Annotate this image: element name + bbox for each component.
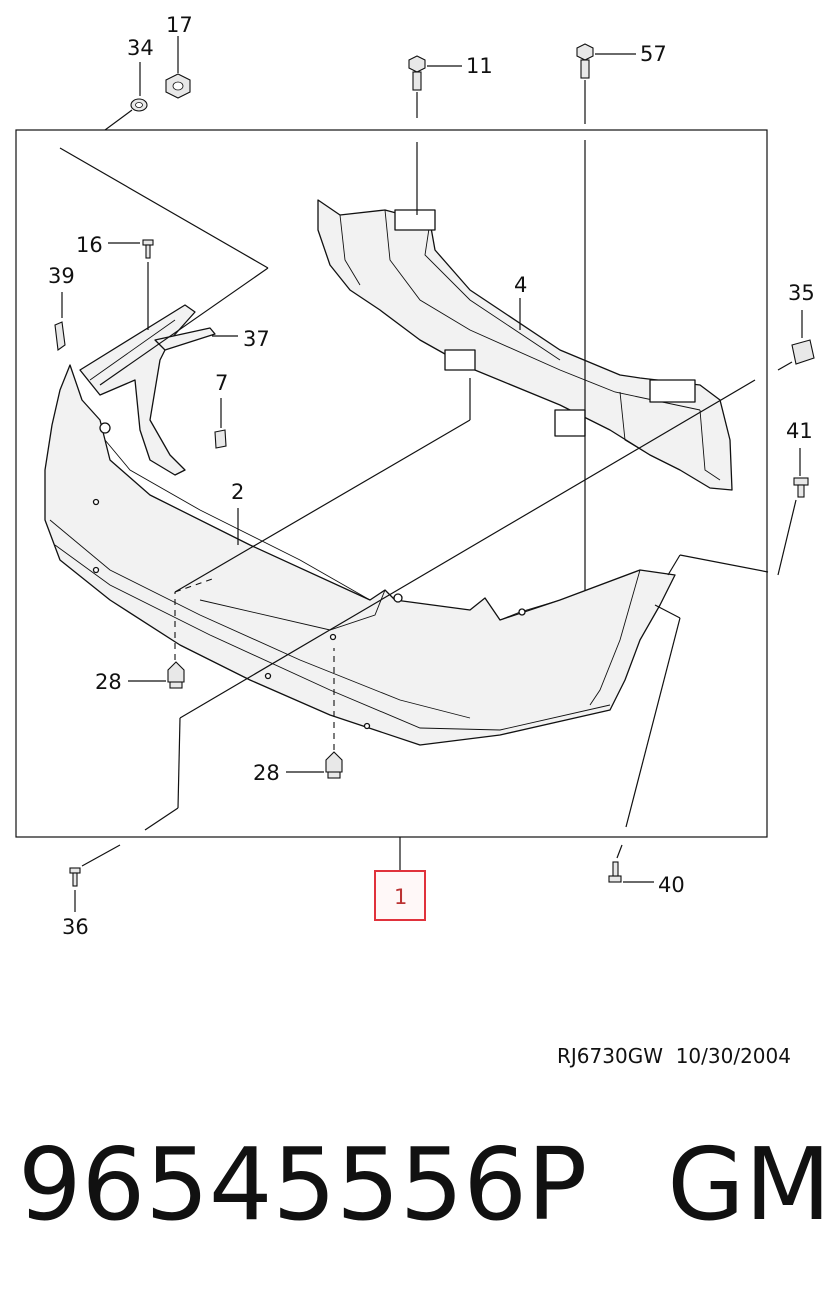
push-pin-41 — [793, 477, 809, 498]
callout-35: 35 — [788, 281, 815, 305]
callout-40: 40 — [658, 873, 685, 897]
callout-28-lower: 28 — [253, 761, 280, 785]
callout-57: 57 — [640, 42, 667, 66]
washer-34 — [130, 98, 148, 112]
drawing-code: RJ6730GW — [557, 1044, 663, 1068]
screw-36 — [69, 867, 81, 887]
callout-41: 41 — [786, 419, 813, 443]
nut-17 — [165, 73, 191, 99]
side-bracket-37 — [79, 304, 216, 476]
callout-39: 39 — [48, 264, 75, 288]
part-number: 96545556P — [18, 1126, 588, 1243]
callout-34: 34 — [127, 36, 154, 60]
brand-name: GM — [667, 1126, 832, 1243]
clip-nut-35 — [791, 339, 815, 365]
callout-7: 7 — [215, 371, 228, 395]
callout-17: 17 — [166, 13, 193, 37]
rivet-28-lower — [325, 751, 343, 779]
assembly-frame — [15, 129, 768, 838]
callout-11: 11 — [466, 54, 493, 78]
callout-1: 1 — [394, 885, 407, 909]
callout-1-highlight-box — [374, 870, 426, 921]
drawing-date: 10/30/2004 — [675, 1044, 791, 1068]
screw-40 — [608, 861, 622, 883]
clip-39 — [54, 321, 66, 351]
drawing-reference: RJ6730GW 10/30/2004 — [557, 1044, 791, 1068]
exploded-parts-diagram: 34 17 11 57 16 39 4 35 37 7 41 2 28 28 3… — [15, 13, 815, 939]
reinforcement-beam-4 — [317, 199, 733, 491]
callout-2: 2 — [231, 480, 244, 504]
callout-16: 16 — [76, 233, 103, 257]
bolt-57 — [576, 43, 594, 79]
callout-4: 4 — [514, 273, 527, 297]
bumper-cover-2 — [44, 364, 676, 746]
screw-16 — [142, 239, 154, 259]
bolt-11 — [408, 55, 426, 91]
callout-28-upper: 28 — [95, 670, 122, 694]
callout-36: 36 — [62, 915, 89, 939]
rivet-28-upper — [167, 661, 185, 689]
callout-37: 37 — [243, 327, 270, 351]
clip-7 — [214, 429, 227, 449]
